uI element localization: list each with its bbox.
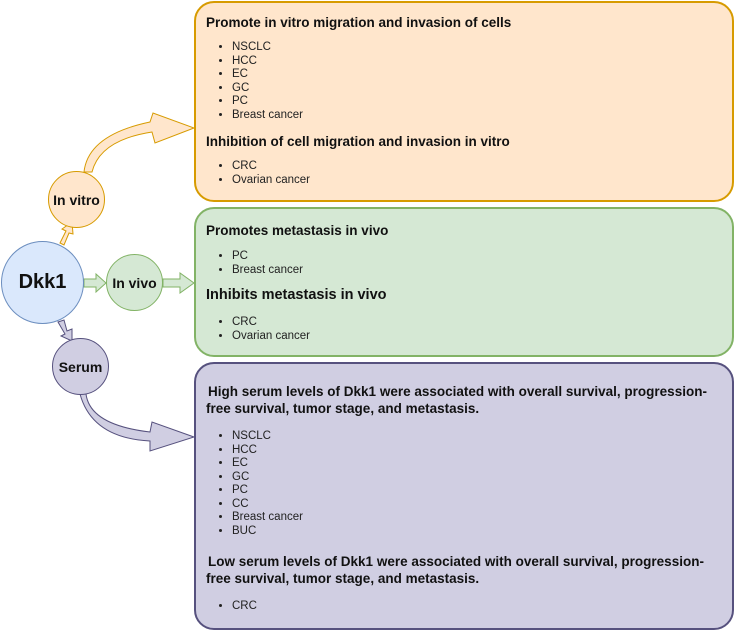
list-item: GC xyxy=(232,82,722,96)
arrow-serum-to-panel xyxy=(79,393,196,452)
list-item: EC xyxy=(232,457,722,471)
in-vitro-list-promote: NSCLC HCC EC GC PC Breast cancer xyxy=(206,41,722,122)
dkk1-node: Dkk1 xyxy=(1,241,84,324)
in-vitro-label: In vitro xyxy=(53,191,100,208)
in-vitro-heading-inhibit: Inhibition of cell migration and invasio… xyxy=(206,134,510,149)
serum-heading-low: Low serum levels of Dkk1 were associated… xyxy=(206,554,704,586)
in-vitro-node: In vitro xyxy=(48,171,105,228)
list-item: HCC xyxy=(232,444,722,458)
list-item: PC xyxy=(232,484,722,498)
serum-heading-high: High serum levels of Dkk1 were associate… xyxy=(206,384,707,416)
serum-panel: High serum levels of Dkk1 were associate… xyxy=(194,362,734,630)
list-item: Breast cancer xyxy=(232,264,722,278)
serum-label: Serum xyxy=(58,358,103,375)
in-vivo-list-inhibit: CRC Ovarian cancer xyxy=(206,316,722,343)
dkk1-label: Dkk1 xyxy=(18,271,67,293)
in-vitro-list-inhibit: CRC Ovarian cancer xyxy=(206,160,722,187)
in-vivo-node: In vivo xyxy=(106,254,163,311)
list-item: Breast cancer xyxy=(232,511,722,525)
in-vivo-list-promote: PC Breast cancer xyxy=(206,250,722,277)
serum-list-low: CRC xyxy=(206,600,722,614)
in-vivo-heading-inhibit: Inhibits metastasis in vivo xyxy=(206,287,387,303)
serum-node: Serum xyxy=(52,338,109,395)
in-vitro-heading-promote: Promote in vitro migration and invasion … xyxy=(206,15,512,30)
in-vitro-panel: Promote in vitro migration and invasion … xyxy=(194,1,734,202)
list-item: Ovarian cancer xyxy=(232,330,722,344)
list-item: NSCLC xyxy=(232,41,722,55)
list-item: CC xyxy=(232,498,722,512)
arrow-dkk1-to-invivo xyxy=(83,272,107,294)
list-item: BUC xyxy=(232,525,722,539)
serum-list-high: NSCLC HCC EC GC PC CC Breast cancer BUC xyxy=(206,430,722,538)
in-vivo-heading-promote: Promotes metastasis in vivo xyxy=(206,223,389,238)
list-item: NSCLC xyxy=(232,430,722,444)
list-item: HCC xyxy=(232,55,722,69)
list-item: Ovarian cancer xyxy=(232,174,722,188)
list-item: CRC xyxy=(232,600,722,614)
in-vivo-panel: Promotes metastasis in vivo PC Breast ca… xyxy=(194,207,734,357)
list-item: PC xyxy=(232,95,722,109)
arrow-invivo-to-panel xyxy=(162,272,195,294)
arrow-dkk1-to-serum xyxy=(57,319,73,342)
arrow-invitro-to-panel xyxy=(83,112,196,173)
list-item: EC xyxy=(232,68,722,82)
list-item: GC xyxy=(232,471,722,485)
in-vivo-label: In vivo xyxy=(112,274,157,291)
arrow-dkk1-to-invitro xyxy=(59,221,74,246)
list-item: CRC xyxy=(232,160,722,174)
list-item: Breast cancer xyxy=(232,109,722,123)
list-item: PC xyxy=(232,250,722,264)
list-item: CRC xyxy=(232,316,722,330)
